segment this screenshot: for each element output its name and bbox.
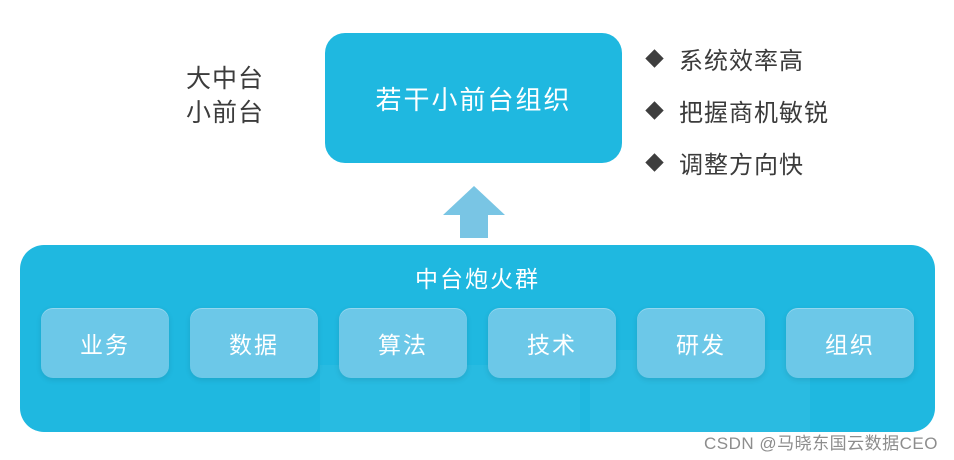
chip-label: 研发 xyxy=(676,332,726,358)
benefit-list: 系统效率高 把握商机敏锐 调整方向快 xyxy=(645,32,948,188)
diamond-bullet-icon xyxy=(645,152,664,172)
watermark-credit: CSDN @马晓东国云数据CEO xyxy=(704,434,938,453)
side-caption-line-1: 大中台 xyxy=(186,65,265,93)
diamond-bullet-icon xyxy=(645,48,664,68)
list-item: 把握商机敏锐 xyxy=(645,84,948,136)
front-office-box: 若干小前台组织 xyxy=(325,33,622,163)
benefit-label: 系统效率高 xyxy=(679,47,804,75)
side-caption: 大中台 小前台 xyxy=(186,62,316,130)
capability-chip-rnd: 研发 xyxy=(637,308,765,378)
benefit-label: 把握商机敏锐 xyxy=(679,99,829,127)
chip-label: 业务 xyxy=(80,332,130,358)
capability-chip-algorithm: 算法 xyxy=(339,308,467,378)
chip-label: 技术 xyxy=(527,332,577,358)
diamond-bullet-icon xyxy=(645,100,664,120)
chip-label: 组织 xyxy=(825,332,875,358)
list-item: 调整方向快 xyxy=(645,136,948,188)
side-caption-line-2: 小前台 xyxy=(186,99,265,127)
platform-title: 中台炮火群 xyxy=(415,266,540,292)
arrow-up-icon xyxy=(443,186,505,238)
capability-chip-business: 业务 xyxy=(41,308,169,378)
chip-label: 数据 xyxy=(229,332,279,358)
benefit-label: 调整方向快 xyxy=(679,151,804,179)
capability-chip-organization: 组织 xyxy=(786,308,914,378)
capability-chip-technology: 技术 xyxy=(488,308,616,378)
capability-chip-row: 业务 数据 算法 技术 研发 组织 xyxy=(41,308,914,378)
capability-chip-data: 数据 xyxy=(190,308,318,378)
list-item: 系统效率高 xyxy=(645,32,948,84)
front-office-box-label: 若干小前台组织 xyxy=(375,84,572,115)
chip-label: 算法 xyxy=(378,332,428,358)
middle-platform-panel: 中台炮火群 业务 数据 算法 技术 研发 组织 xyxy=(20,245,935,432)
